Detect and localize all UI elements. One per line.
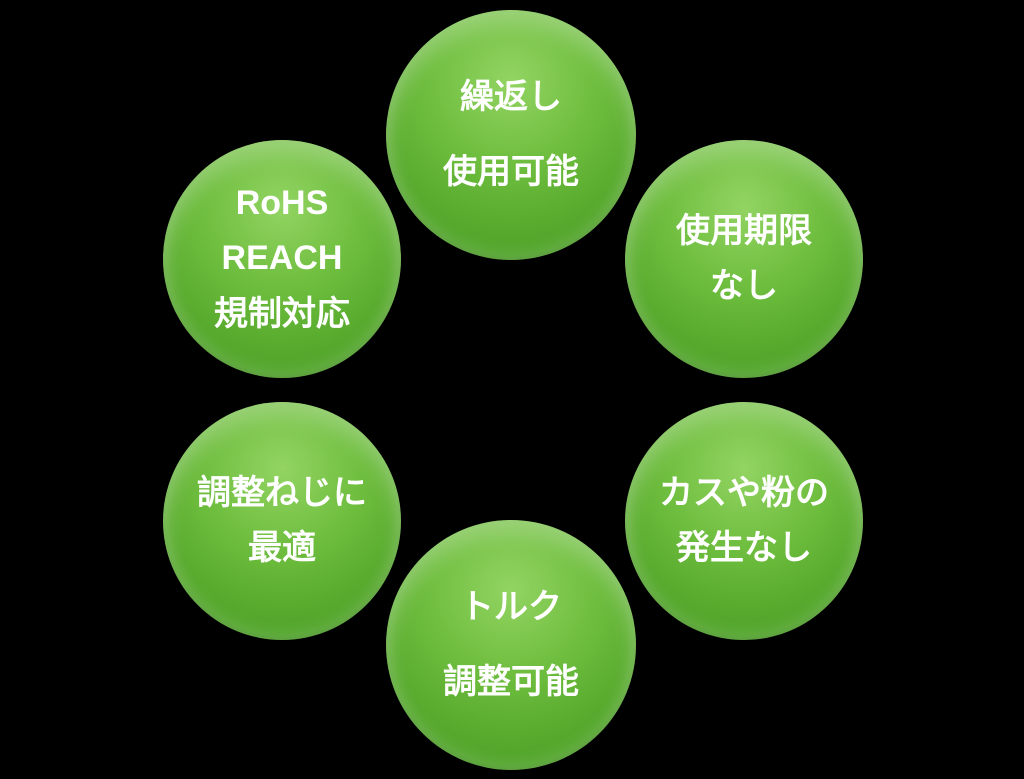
circle-text-line: トルク [460, 587, 562, 626]
circle-text-line: カスや粉の [659, 473, 829, 512]
circle-text-line: REACH [221, 239, 343, 278]
feature-circle-rohs-reach: RoHS REACH 規制対応 [163, 140, 401, 378]
circle-text-line: 調整ねじに [197, 473, 367, 512]
circle-text-line: 発生なし [676, 529, 812, 567]
feature-circle-reusable: 繰返し 使用可能 [386, 10, 636, 260]
feature-circle-fits-adjust-screws: 調整ねじに 最適 [163, 402, 401, 640]
circle-text-line: なし [710, 267, 778, 305]
circle-text-line: RoHS [235, 184, 329, 223]
circle-text-line: 最適 [248, 529, 316, 567]
feature-circle-no-expiration: 使用期限 なし [625, 140, 863, 378]
circle-text-line: 調整可能 [443, 663, 579, 701]
circle-text-line: 使用期限 [676, 211, 812, 250]
circle-text-line: 規制対応 [214, 294, 350, 333]
circle-text-line: 繰返し [460, 77, 562, 116]
circle-text-line: 使用可能 [443, 153, 579, 191]
feature-circle-torque-adjustable: トルク 調整可能 [386, 520, 636, 770]
feature-circle-no-debris: カスや粉の 発生なし [625, 402, 863, 640]
